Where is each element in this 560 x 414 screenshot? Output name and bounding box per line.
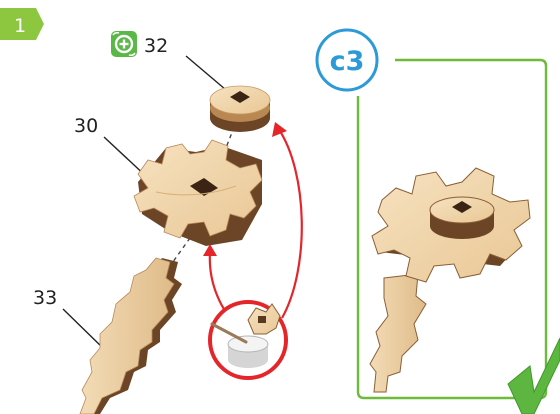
assembled-result [370,168,530,392]
arrow-glue-to-hub [278,128,302,318]
detail-badge: c3 [317,30,377,90]
glue-pot-icon [210,302,286,378]
add-part-icon [111,31,137,57]
check-mark-icon [508,338,560,414]
part-label-32: 32 [144,35,168,57]
arrow-head-hub [272,122,287,137]
step-number-tab: 1 [0,8,44,40]
step-number: 1 [14,15,26,37]
detail-badge-label: c3 [330,46,365,77]
leader-line-33 [63,309,105,350]
part-32-hub [210,86,270,132]
part-30-gear [134,140,262,246]
part-label-30: 30 [74,115,98,137]
part-label-33: 33 [33,287,57,309]
part-33-stick [80,258,182,414]
arrow-head-gear [203,244,217,256]
